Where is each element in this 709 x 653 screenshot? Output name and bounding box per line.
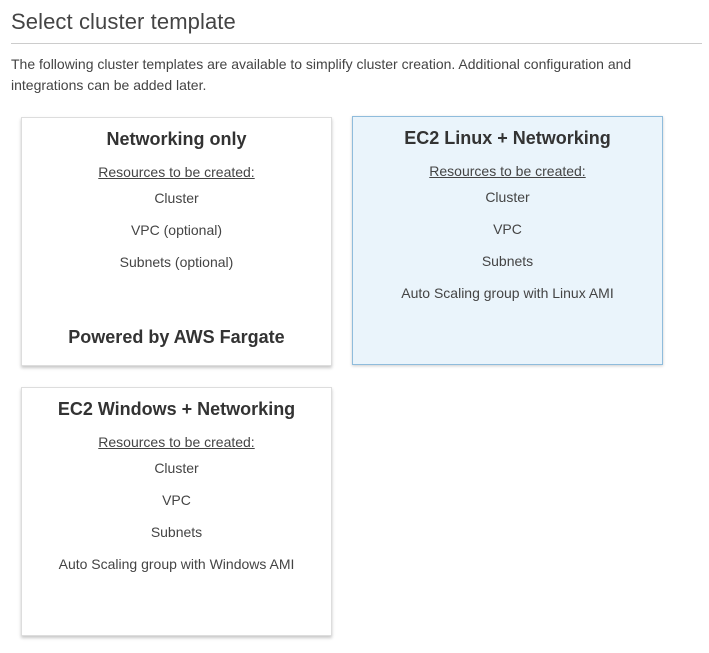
template-card-ec2-windows[interactable]: EC2 Windows + Networking Resources to be…	[21, 387, 332, 636]
card-title: EC2 Linux + Networking	[404, 128, 611, 148]
resources-header: Resources to be created:	[429, 163, 586, 179]
resource-item: Cluster	[485, 189, 530, 205]
card-footer: Powered by AWS Fargate	[68, 327, 285, 347]
template-card-ec2-linux[interactable]: EC2 Linux + Networking Resources to be c…	[352, 116, 663, 365]
resource-item: Auto Scaling group with Linux AMI	[401, 285, 614, 301]
page-title: Select cluster template	[11, 9, 236, 34]
template-card-networking-only[interactable]: Networking only Resources to be created:…	[21, 117, 332, 366]
page-description: The following cluster templates are avai…	[11, 56, 632, 93]
resource-item: Auto Scaling group with Windows AMI	[58, 556, 295, 572]
resource-item: Subnets	[481, 253, 534, 269]
resource-item: VPC (optional)	[130, 222, 223, 238]
resource-list: Cluster VPC Subnets Auto Scaling group w…	[353, 189, 662, 317]
resource-item: Subnets (optional)	[119, 254, 234, 270]
resource-item: VPC	[162, 492, 191, 508]
resources-header: Resources to be created:	[98, 434, 255, 450]
resource-list: Cluster VPC (optional) Subnets (optional…	[22, 190, 331, 286]
title-divider	[11, 43, 702, 44]
resources-header: Resources to be created:	[98, 164, 255, 180]
card-title: Networking only	[106, 129, 247, 149]
resource-list: Cluster VPC Subnets Auto Scaling group w…	[22, 460, 331, 588]
card-title: EC2 Windows + Networking	[57, 399, 296, 419]
resource-item: Cluster	[154, 460, 199, 476]
resource-item: Cluster	[154, 190, 199, 206]
resource-item: Subnets	[150, 524, 203, 540]
resource-item: VPC	[493, 221, 522, 237]
